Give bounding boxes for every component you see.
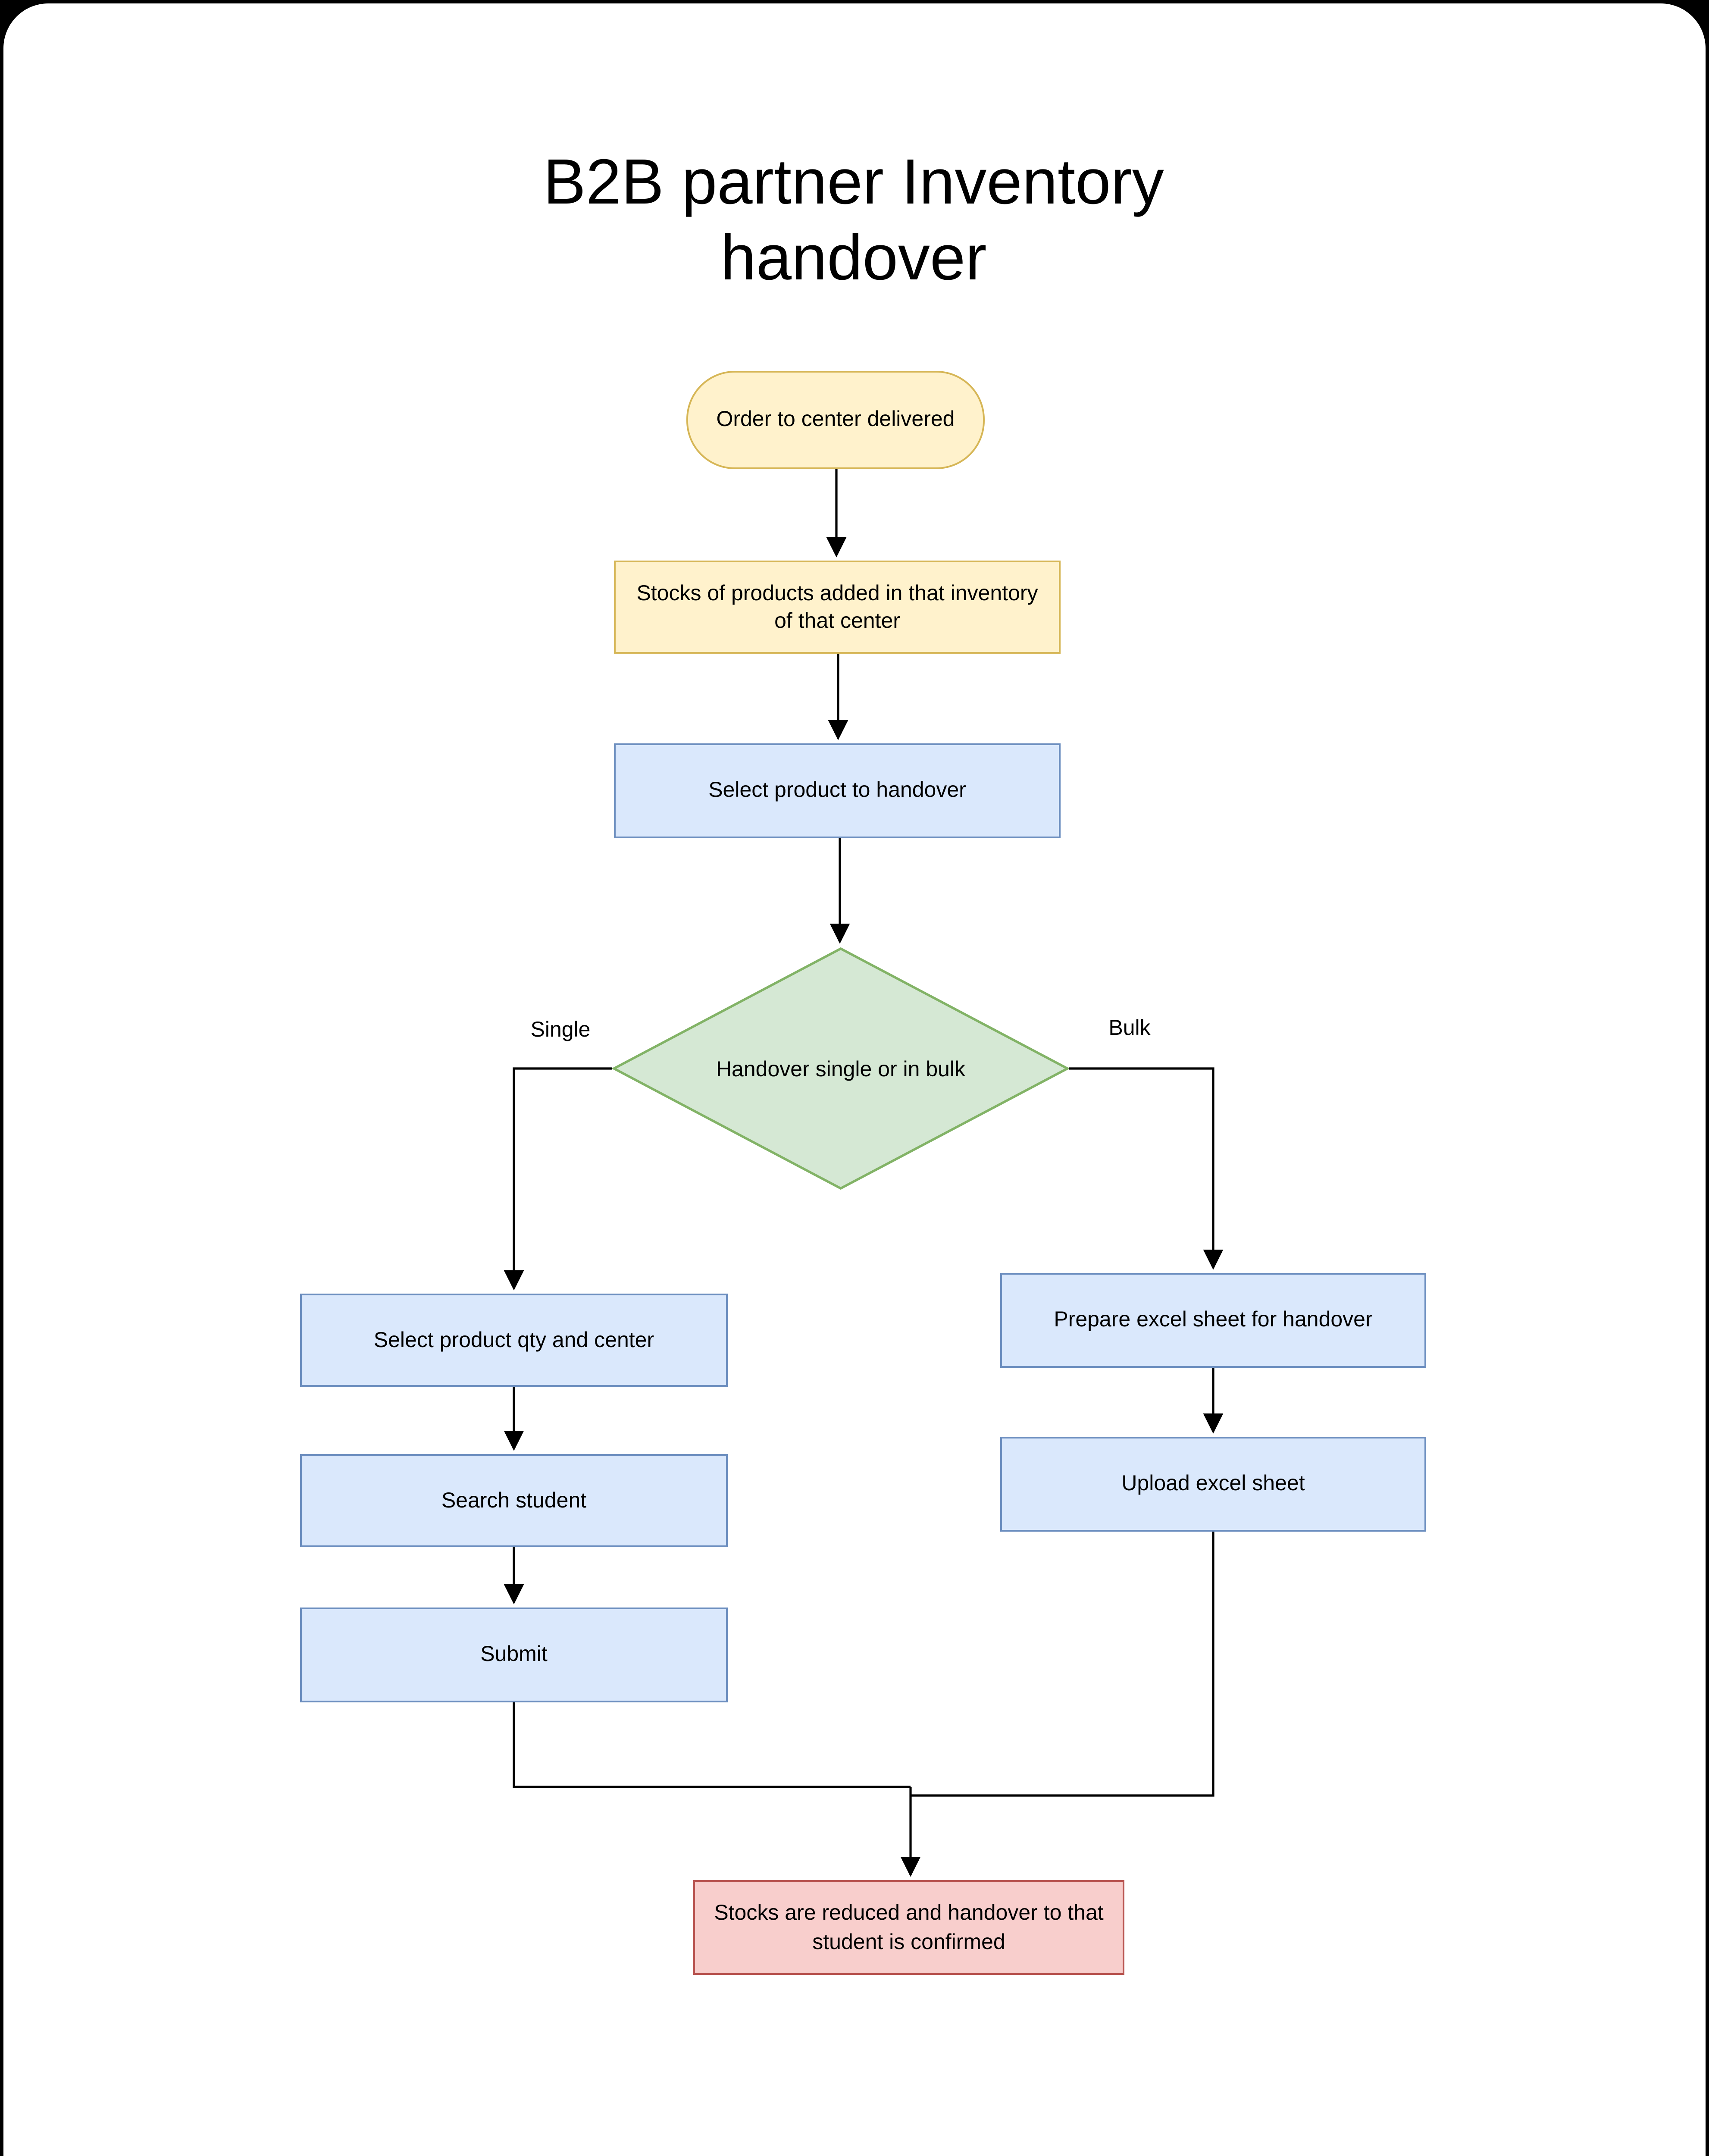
flow-node-submit: Submit bbox=[300, 1608, 728, 1702]
branch-label-bulk: Bulk bbox=[1105, 1016, 1154, 1040]
edge-submit-to-merge bbox=[513, 1702, 911, 1788]
node-label-add-stock: Stocks of products added in that invento… bbox=[636, 581, 1038, 633]
flow-node-select-qty: Select product qty and center bbox=[300, 1294, 728, 1387]
diagram-title: B2B partner Inventory handover bbox=[543, 147, 1164, 294]
flow-node-add-stock: Stocks of products added in that invento… bbox=[614, 561, 1061, 654]
edge-decision-single-branch bbox=[504, 1067, 612, 1291]
node-label-upload-excel: Upload excel sheet bbox=[1121, 1472, 1305, 1496]
flow-node-upload-excel: Upload excel sheet bbox=[1000, 1437, 1426, 1532]
flow-node-decision: Handover single or in bulk bbox=[612, 947, 1069, 1190]
edge-decision-bulk-branch bbox=[1069, 1067, 1224, 1270]
node-label-submit: Submit bbox=[480, 1642, 548, 1667]
node-label-prepare-excel: Prepare excel sheet for handover bbox=[1054, 1308, 1373, 1332]
flow-node-select-product: Select product to handover bbox=[614, 743, 1061, 838]
node-label-select-product: Select product to handover bbox=[708, 778, 966, 803]
edge-upload-to-merge bbox=[911, 1532, 1214, 1797]
node-label-select-qty: Select product qty and center bbox=[373, 1328, 654, 1352]
node-label-decision: Handover single or in bulk bbox=[716, 1056, 966, 1081]
branch-label-single: Single bbox=[527, 1018, 594, 1042]
node-label-end: Stocks are reduced and handover to that … bbox=[714, 1901, 1104, 1953]
flow-node-prepare-excel: Prepare excel sheet for handover bbox=[1000, 1273, 1426, 1368]
node-label-search-student: Search student bbox=[441, 1488, 587, 1513]
flow-node-search-student: Search student bbox=[300, 1454, 728, 1547]
node-label-start: Order to center delivered bbox=[716, 407, 955, 432]
flow-node-end: Stocks are reduced and handover to that … bbox=[693, 1880, 1124, 1975]
diamond-shape bbox=[612, 947, 1069, 1190]
flow-node-start: Order to center delivered bbox=[686, 371, 985, 469]
